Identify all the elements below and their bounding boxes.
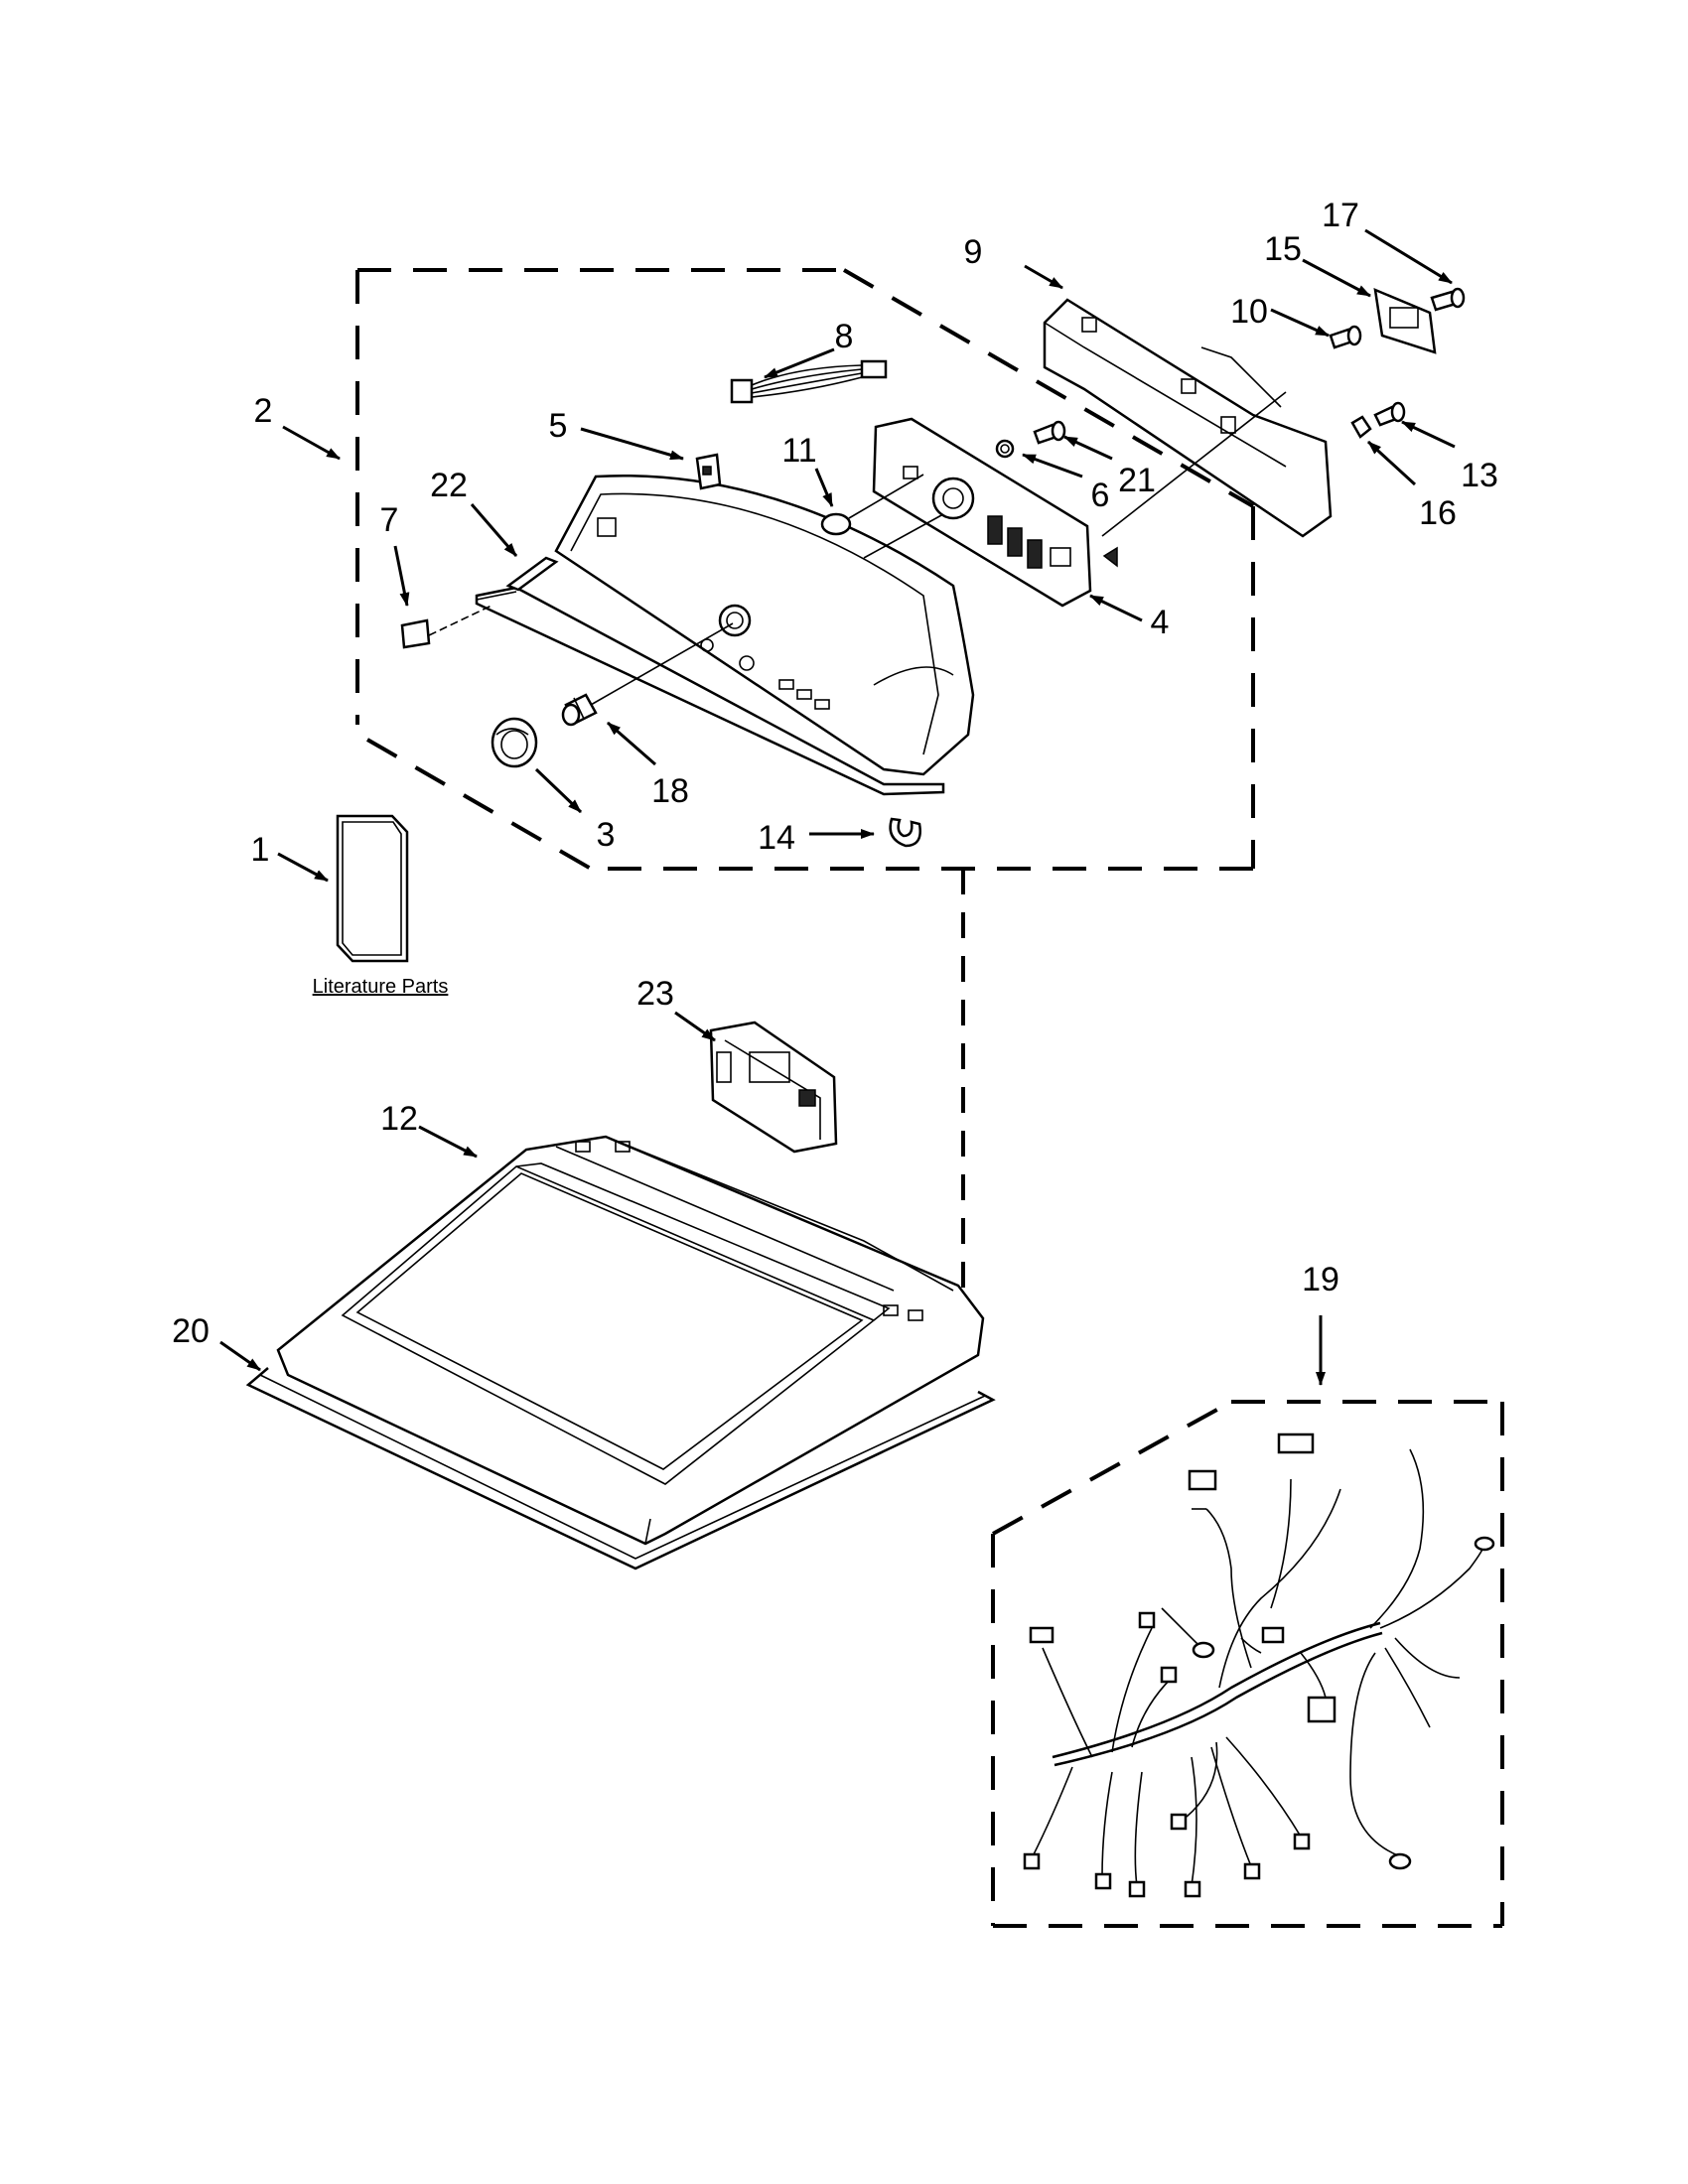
callout-4: 4 bbox=[1151, 604, 1170, 641]
callout-2: 2 bbox=[254, 392, 273, 430]
sensor-module[interactable] bbox=[1373, 287, 1437, 354]
callout-18: 18 bbox=[651, 772, 689, 810]
callout-12: 12 bbox=[380, 1100, 418, 1138]
wire-harness-small[interactable] bbox=[730, 359, 888, 404]
callout-7: 7 bbox=[380, 501, 399, 539]
trim-strip[interactable] bbox=[475, 556, 945, 796]
clip-14[interactable] bbox=[889, 817, 921, 848]
callout-13: 13 bbox=[1461, 457, 1498, 494]
console-bracket[interactable] bbox=[1043, 298, 1333, 538]
callout-1: 1 bbox=[251, 831, 270, 869]
console-panel[interactable] bbox=[554, 475, 975, 776]
callout-labels: 1 2 3 4 5 6 7 8 9 10 11 12 13 14 15 16 1… bbox=[172, 197, 1498, 1350]
callout-10: 10 bbox=[1230, 293, 1268, 331]
callout-16: 16 bbox=[1419, 494, 1457, 532]
callout-20: 20 bbox=[172, 1312, 210, 1350]
electronic-control[interactable] bbox=[709, 1021, 838, 1154]
screw-21[interactable] bbox=[1033, 420, 1066, 445]
screw-13[interactable] bbox=[1373, 401, 1406, 427]
shaft[interactable] bbox=[561, 693, 598, 727]
clip[interactable] bbox=[695, 453, 722, 490]
callout-17: 17 bbox=[1322, 197, 1359, 234]
callout-3: 3 bbox=[597, 816, 616, 854]
clip-16[interactable] bbox=[1350, 415, 1372, 439]
callout-8: 8 bbox=[835, 318, 854, 355]
callout-14: 14 bbox=[758, 819, 795, 857]
screw-17[interactable] bbox=[1430, 287, 1466, 312]
callout-22: 22 bbox=[430, 467, 468, 504]
screw-small[interactable] bbox=[995, 439, 1015, 459]
main-wire-harness[interactable] bbox=[1023, 1433, 1495, 1898]
console-assembly-boundary bbox=[355, 268, 1255, 1315]
callout-21: 21 bbox=[1118, 462, 1156, 499]
leader-lines bbox=[219, 228, 1456, 1386]
literature-booklet[interactable] bbox=[336, 814, 409, 963]
callout-11: 11 bbox=[781, 432, 816, 470]
literature-parts-label: Literature Parts bbox=[313, 976, 449, 998]
top-gasket[interactable] bbox=[245, 1367, 996, 1570]
callout-23: 23 bbox=[636, 975, 674, 1013]
knob[interactable] bbox=[491, 717, 538, 768]
callout-15: 15 bbox=[1264, 230, 1302, 268]
callout-5: 5 bbox=[549, 407, 568, 445]
top-panel[interactable] bbox=[276, 1135, 985, 1546]
ring[interactable] bbox=[820, 512, 852, 536]
callout-9: 9 bbox=[964, 233, 983, 271]
main-harness-boundary bbox=[991, 1400, 1504, 1928]
control-board[interactable] bbox=[872, 417, 1118, 608]
screw-10[interactable] bbox=[1329, 325, 1362, 349]
callout-6: 6 bbox=[1091, 477, 1110, 514]
badge[interactable] bbox=[400, 618, 431, 649]
callout-19: 19 bbox=[1302, 1261, 1339, 1298]
